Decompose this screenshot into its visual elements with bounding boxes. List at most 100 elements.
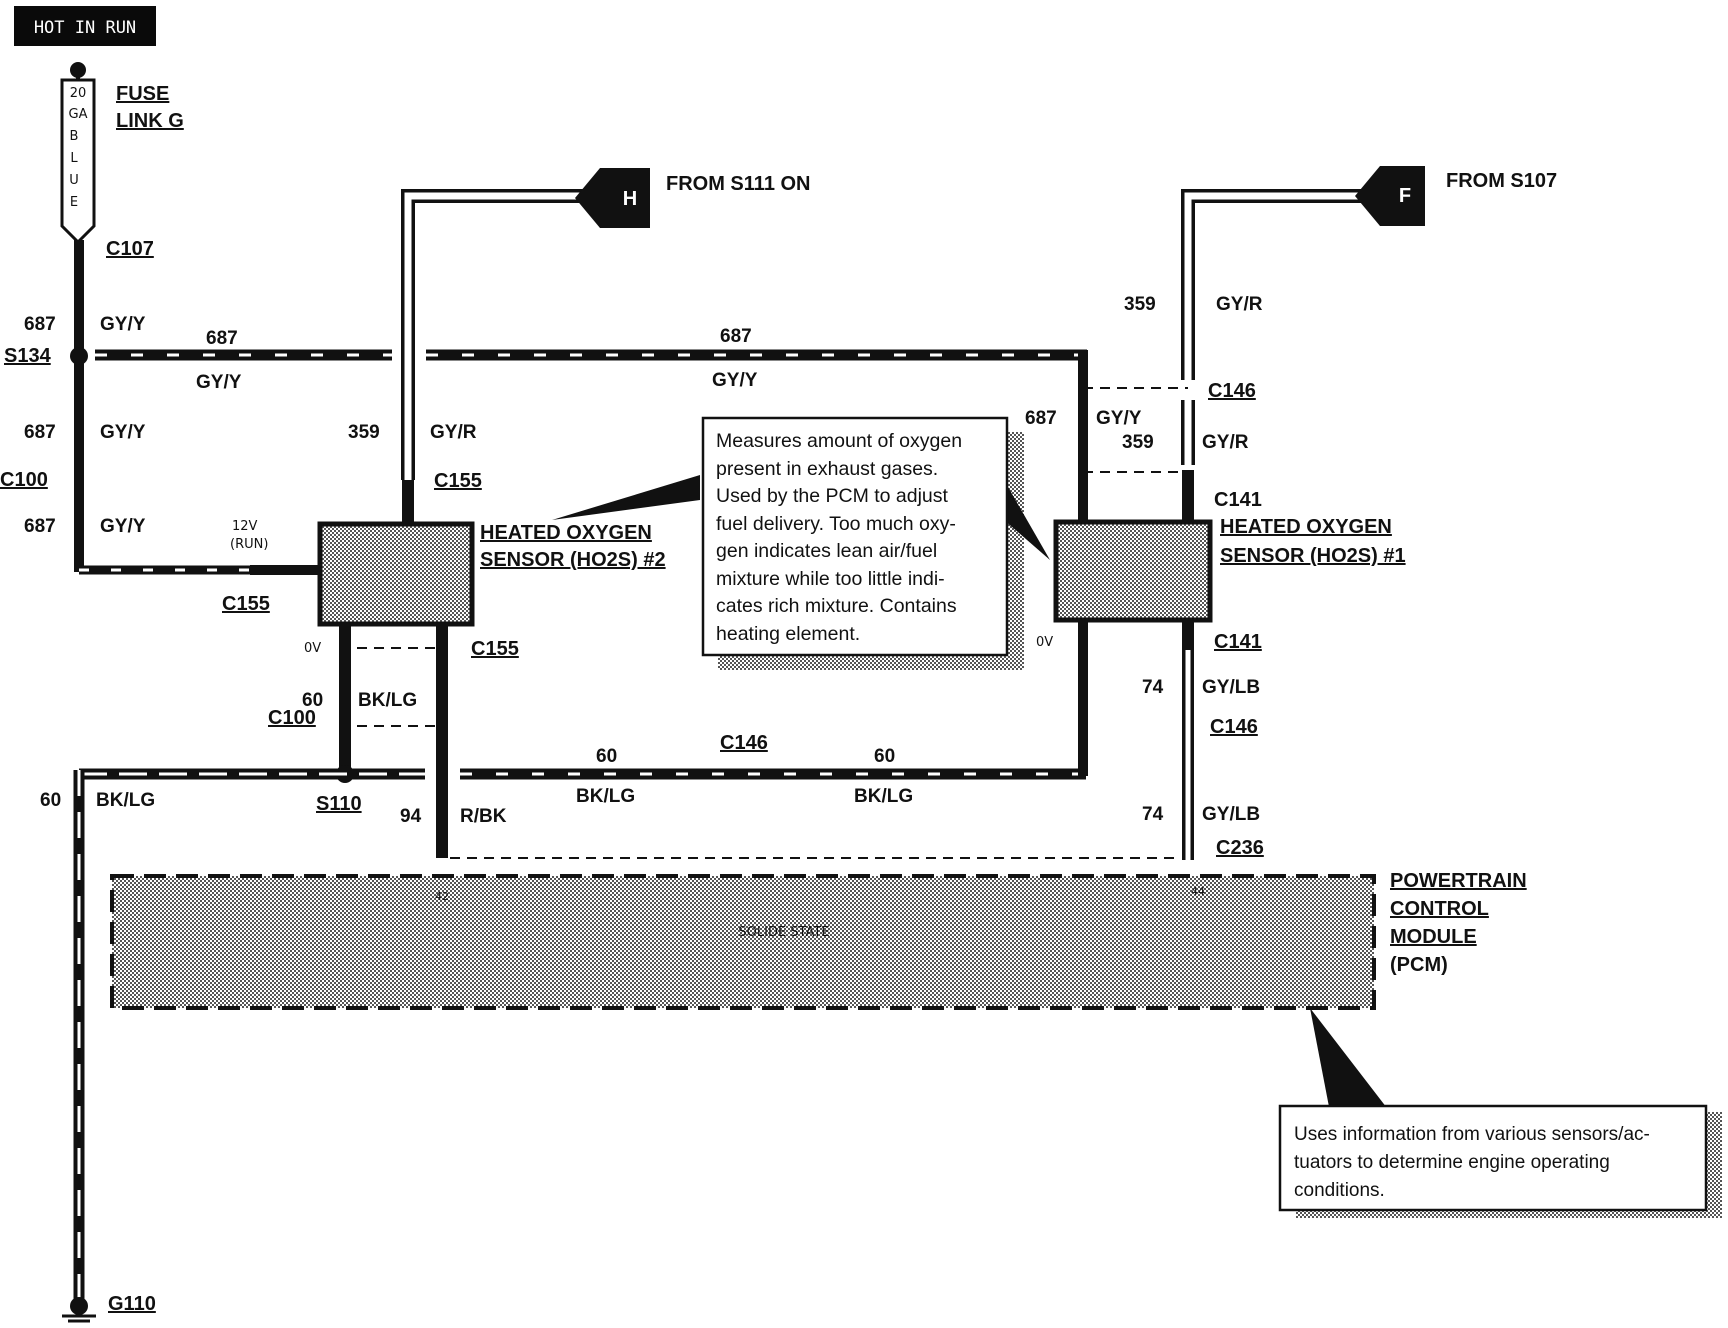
rbk: R/BK bbox=[460, 806, 507, 827]
w60-d: 60 bbox=[874, 746, 895, 767]
c141-bottom-label: C141 bbox=[1214, 631, 1262, 653]
w687-d: 687 bbox=[24, 516, 56, 537]
bklg-c: BK/LG bbox=[576, 786, 635, 807]
sensor-note: Measures amount of oxygen present in exh… bbox=[552, 416, 1050, 670]
fuse-line-2: GA bbox=[69, 107, 88, 122]
wire-687-bus bbox=[95, 349, 1088, 525]
c107-label: C107 bbox=[106, 238, 154, 260]
w359-c: 359 bbox=[1122, 432, 1154, 453]
w687-a: 687 bbox=[24, 314, 56, 335]
ho2s1-line2: SENSOR (HO2S) #1 bbox=[1220, 545, 1406, 567]
ho2s2-line2: SENSOR (HO2S) #2 bbox=[480, 549, 666, 571]
gyr-a: GY/R bbox=[430, 422, 477, 443]
gyy-c: GY/Y bbox=[100, 422, 146, 443]
fuse-line-3: B bbox=[70, 129, 79, 144]
w74-a: 74 bbox=[1142, 677, 1164, 698]
h-source-text: FROM S111 ON bbox=[666, 173, 811, 195]
left-feed-wire bbox=[70, 240, 320, 575]
wire-60-bus bbox=[73, 620, 1088, 1300]
f-source-text: FROM S107 bbox=[1446, 170, 1557, 192]
connector-labels: C107 S134 C100 C155 C155 C155 C100 S110 … bbox=[0, 238, 1264, 1315]
ground-icon bbox=[62, 1297, 96, 1323]
ho2s-1: C141 HEATED OXYGEN SENSOR (HO2S) #1 bbox=[1053, 489, 1406, 623]
pcm-note: Uses information from various sensors/ac… bbox=[1278, 1008, 1722, 1218]
v12-label: 12V bbox=[232, 519, 258, 534]
pin-42: 42 bbox=[435, 890, 449, 903]
c146-c141-dashes bbox=[340, 387, 1188, 859]
bklg-b: BK/LG bbox=[96, 790, 155, 811]
fuse-link-g: 20 GA B L U E FUSE LINK G bbox=[60, 62, 184, 245]
pcm-line3: MODULE bbox=[1390, 926, 1477, 948]
sensor-note-line-4: fuel delivery. Too much oxy- bbox=[716, 513, 956, 535]
solid-state-label: SOLIDE STATE bbox=[738, 925, 829, 940]
pcm-note-line-3: conditions. bbox=[1294, 1180, 1385, 1201]
sensor-note-line-7: cates rich mixture. Contains bbox=[716, 595, 957, 617]
gyr-b: GY/R bbox=[1216, 294, 1263, 315]
gylb-a: GY/LB bbox=[1202, 677, 1260, 698]
fuse-line-4: L bbox=[70, 151, 78, 166]
c146-mid-label: C146 bbox=[720, 732, 768, 754]
fuse-name-2: LINK G bbox=[116, 110, 184, 132]
bklg-a: BK/LG bbox=[358, 690, 417, 711]
s110-label: S110 bbox=[316, 793, 362, 815]
pcm-note-line-1: Uses information from various sensors/ac… bbox=[1294, 1124, 1650, 1145]
w687-c: 687 bbox=[24, 422, 56, 443]
wire-labels: 687 GY/Y 687 GY/Y 687 GY/Y 687 GY/Y 687 … bbox=[24, 294, 1263, 827]
w60-c: 60 bbox=[596, 746, 617, 767]
w359-b: 359 bbox=[1124, 294, 1156, 315]
w687-b: 687 bbox=[206, 328, 238, 349]
header-bar: HOT IN RUN bbox=[14, 6, 156, 46]
ho2s-2: HEATED OXYGEN SENSOR (HO2S) #2 bbox=[317, 480, 666, 627]
c155-bottom-label: C155 bbox=[471, 638, 519, 660]
fuse-name-1: FUSE bbox=[116, 83, 169, 105]
bklg-d: BK/LG bbox=[854, 786, 913, 807]
sensor-note-line-1: Measures amount of oxygen bbox=[716, 430, 962, 452]
pin-44: 44 bbox=[1191, 885, 1205, 898]
wire-359-f: F FROM S107 bbox=[1181, 166, 1557, 525]
c100-mid-label: C100 bbox=[268, 707, 316, 729]
w60-a: 60 bbox=[302, 690, 323, 711]
pcm-line1: POWERTRAIN bbox=[1390, 870, 1527, 892]
sensor-note-line-8: heating element. bbox=[716, 623, 860, 645]
fuse-line-5: U bbox=[69, 173, 79, 188]
gyy-d: GY/Y bbox=[100, 516, 146, 537]
c146-low-label: C146 bbox=[1210, 716, 1258, 738]
voltage-labels: 12V (RUN) 0V 0V bbox=[230, 519, 1053, 656]
w74-b: 74 bbox=[1142, 804, 1164, 825]
ov-left-label: 0V bbox=[304, 641, 321, 656]
gyy-e: GY/Y bbox=[712, 370, 758, 391]
c146-top-label: C146 bbox=[1208, 380, 1256, 402]
w359-a: 359 bbox=[348, 422, 380, 443]
gyr-c: GY/R bbox=[1202, 432, 1249, 453]
sensor-note-line-5: gen indicates lean air/fuel bbox=[716, 540, 937, 562]
sensor-note-line-6: mixture while too little indi- bbox=[716, 568, 945, 590]
pcm-line2: CONTROL bbox=[1390, 898, 1489, 920]
gylb-b: GY/LB bbox=[1202, 804, 1260, 825]
c100-left-label: C100 bbox=[0, 469, 48, 491]
ho2s2-lower-wires bbox=[336, 624, 448, 858]
c155-side-label: C155 bbox=[222, 593, 270, 615]
s134-label: S134 bbox=[4, 345, 52, 367]
pcm-line4: (PCM) bbox=[1390, 954, 1448, 976]
ov-right-label: 0V bbox=[1036, 635, 1053, 650]
ho2s2-line1: HEATED OXYGEN bbox=[480, 522, 652, 544]
f-badge: F bbox=[1399, 185, 1411, 207]
w687-e: 687 bbox=[720, 326, 752, 347]
header-title: HOT IN RUN bbox=[34, 18, 136, 38]
fuse-line-1: 20 bbox=[70, 86, 87, 101]
fuse-line-6: E bbox=[70, 195, 78, 210]
sensor-note-line-2: present in exhaust gases. bbox=[716, 458, 938, 480]
w687-f: 687 bbox=[1025, 408, 1057, 429]
g110-label: G110 bbox=[108, 1293, 156, 1315]
gyy-b: GY/Y bbox=[196, 372, 242, 393]
w60-b: 60 bbox=[40, 790, 61, 811]
c141-top: C141 bbox=[1214, 489, 1262, 511]
c236-label: C236 bbox=[1216, 837, 1264, 859]
c155-top-label: C155 bbox=[434, 470, 482, 492]
sensor-note-line-3: Used by the PCM to adjust bbox=[716, 485, 949, 507]
ho2s1-line1: HEATED OXYGEN bbox=[1220, 516, 1392, 538]
pcm-note-line-2: tuators to determine engine operating bbox=[1294, 1152, 1610, 1173]
gyy-a: GY/Y bbox=[100, 314, 146, 335]
gyy-f: GY/Y bbox=[1096, 408, 1142, 429]
